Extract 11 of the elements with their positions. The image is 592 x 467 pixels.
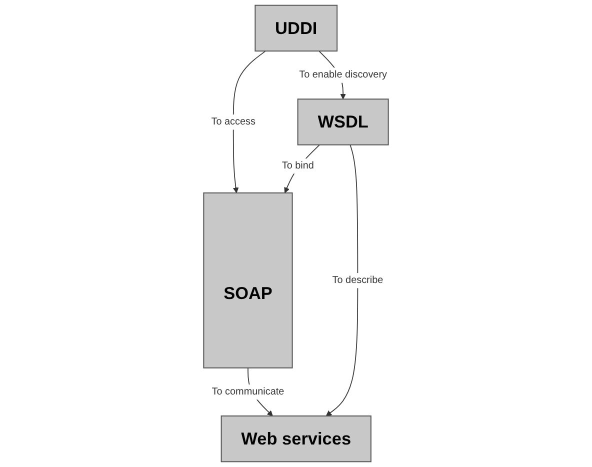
node-box: Web services <box>220 415 372 462</box>
arrow <box>326 144 358 416</box>
arrow <box>232 50 266 194</box>
edge-label: To enable discovery <box>299 68 387 80</box>
node-box: SOAP <box>203 192 293 368</box>
node-box: WSDL <box>297 98 389 146</box>
node-box: UDDI <box>254 4 338 52</box>
edge-label: To describe <box>332 274 384 286</box>
edge-label: To access <box>211 116 256 128</box>
edge-label: To communicate <box>212 386 284 398</box>
edge-label: To bind <box>282 160 314 172</box>
